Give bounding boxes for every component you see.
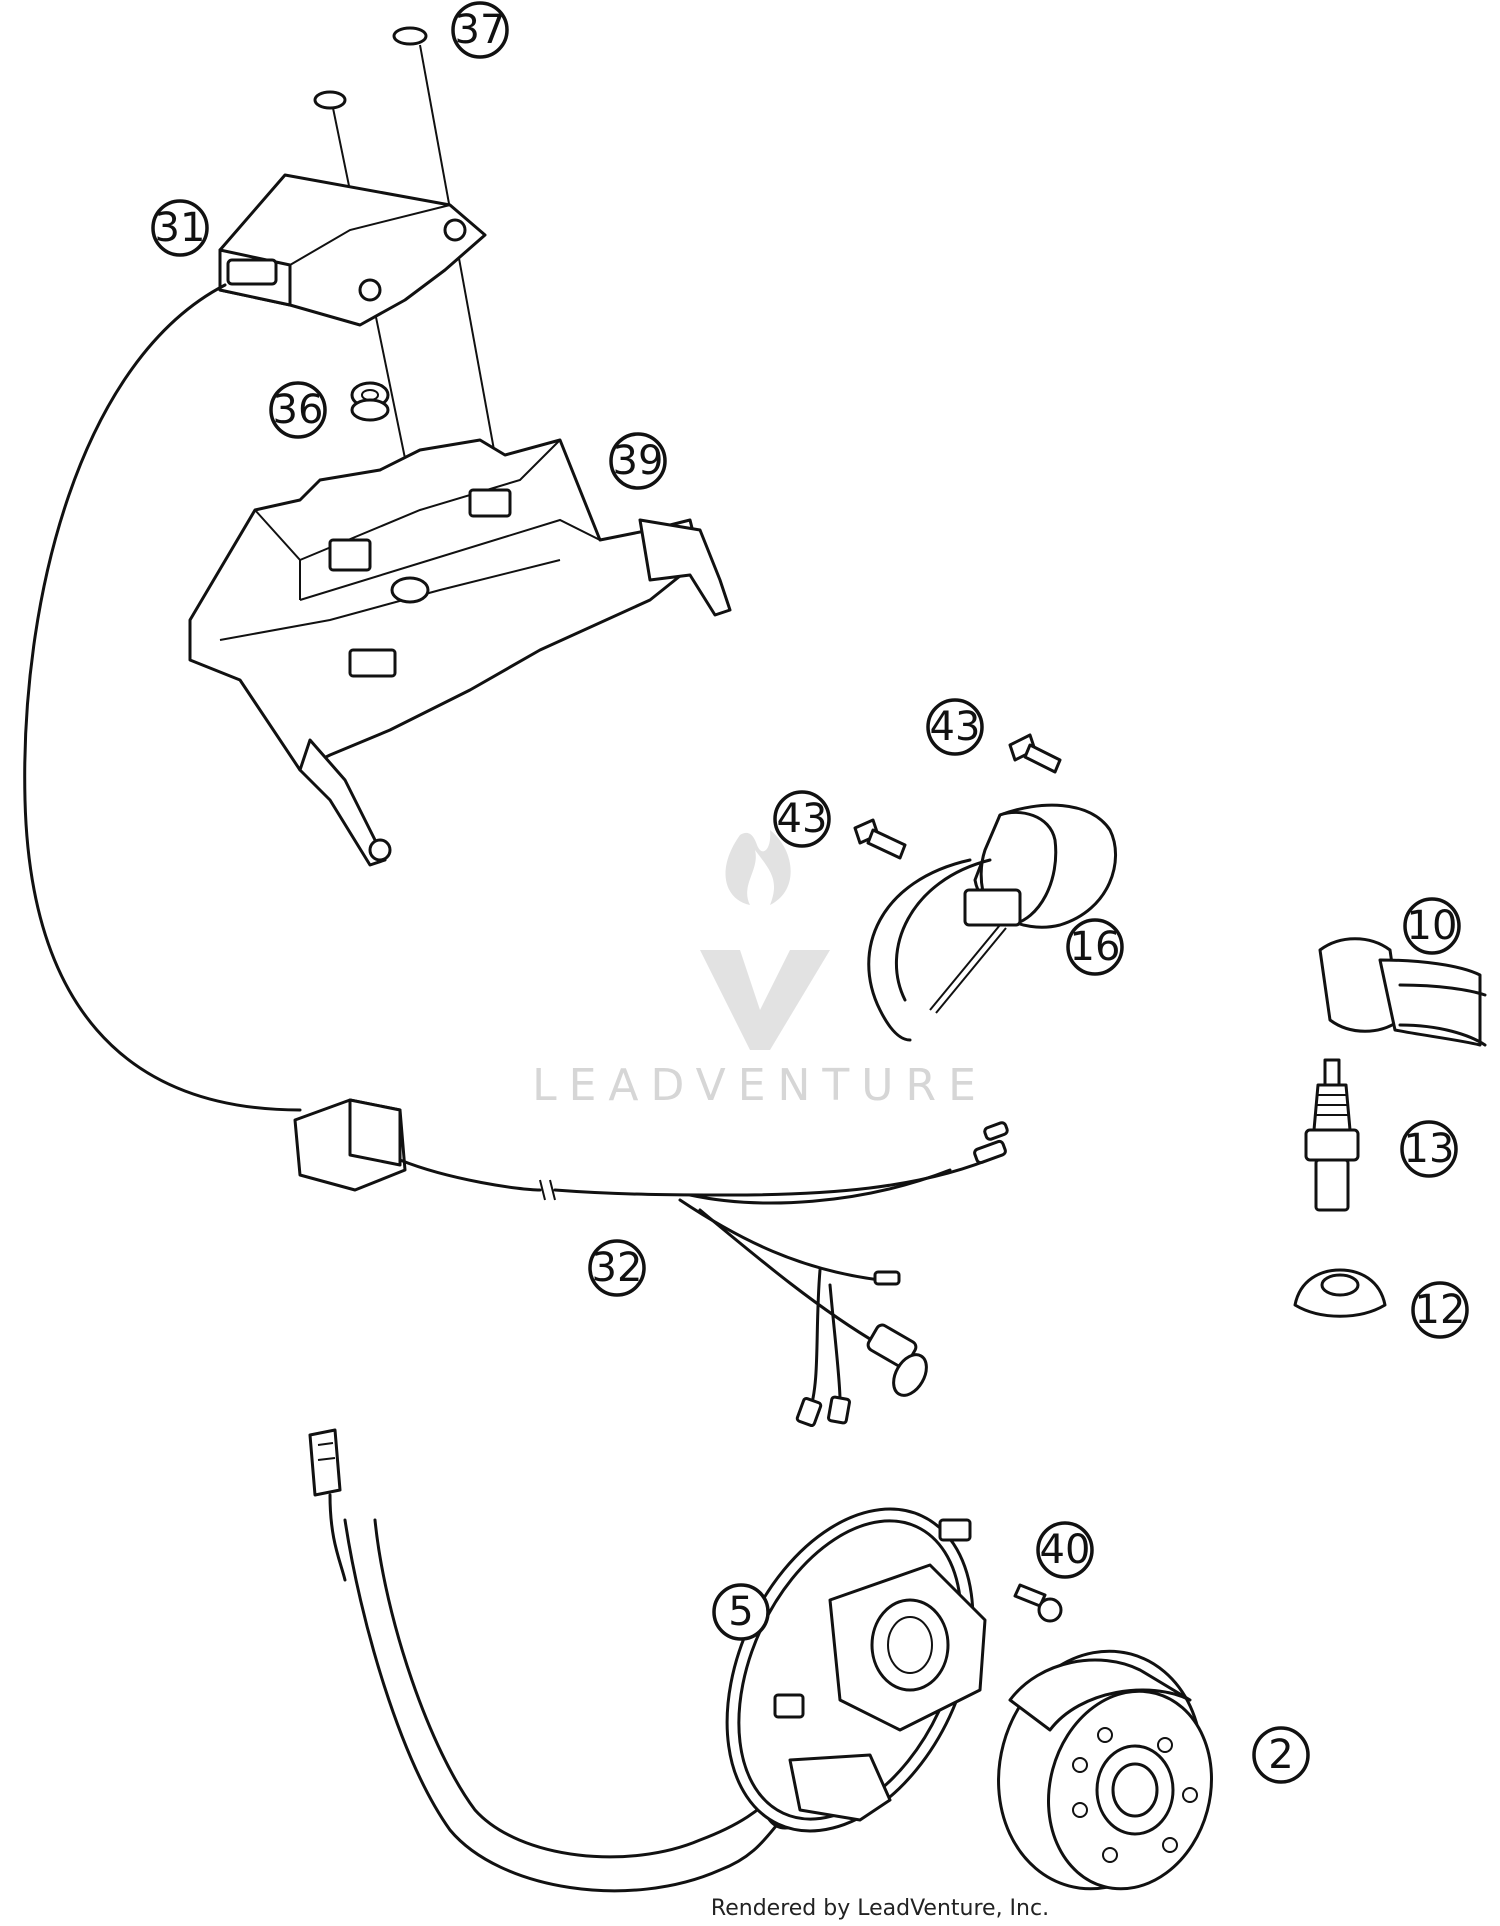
callout-10: 10 (1403, 897, 1461, 955)
svg-text:13: 13 (1404, 1126, 1455, 1172)
svg-text:16: 16 (1070, 924, 1121, 970)
part-37-screw (392, 26, 506, 511)
svg-text:40: 40 (1040, 1527, 1091, 1573)
part-5-stator (308, 1428, 987, 1893)
svg-text:31: 31 (155, 205, 206, 251)
part-13-spark-plug (1304, 1058, 1360, 1212)
svg-text:39: 39 (613, 438, 664, 484)
part-16-ignition-coil (867, 803, 1118, 1042)
svg-text:43: 43 (930, 704, 981, 750)
callout-43-upper: 43 (926, 698, 984, 756)
part-36-rubber-grommet (350, 381, 390, 422)
part-32-wiring-harness (293, 1098, 1009, 1428)
callout-39: 39 (609, 432, 667, 490)
part-39-mounting-bracket (188, 438, 732, 867)
callout-12: 12 (1411, 1281, 1469, 1339)
part-43-screw-lower (853, 818, 907, 860)
flame-logo-icon (700, 830, 830, 1050)
svg-text:36: 36 (273, 387, 324, 433)
svg-text:37: 37 (455, 7, 506, 53)
svg-text:32: 32 (592, 1245, 643, 1291)
callout-36: 36 (269, 381, 327, 439)
svg-text:5: 5 (728, 1589, 753, 1635)
cdi-cable (23, 283, 302, 1112)
callout-40: 40 (1036, 1521, 1094, 1579)
leadventure-watermark: LEADVENTURE (532, 830, 988, 1111)
rendered-by-footer: Rendered by LeadVenture, Inc. (711, 1896, 1049, 1921)
callout-16: 16 (1066, 918, 1124, 976)
part-10-spark-plug-cap (1318, 937, 1487, 1047)
callout-43-lower: 43 (773, 790, 831, 848)
callout-37: 37 (451, 1, 509, 59)
part-12-grommet (1293, 1268, 1387, 1318)
svg-text:12: 12 (1415, 1287, 1466, 1333)
part-31-cdi-unit (218, 173, 487, 327)
part-2-flywheel (997, 1649, 1213, 1891)
svg-text:2: 2 (1268, 1732, 1293, 1778)
callout-5: 5 (712, 1583, 770, 1641)
svg-text:43: 43 (777, 796, 828, 842)
callout-13: 13 (1400, 1120, 1458, 1178)
watermark-text: LEADVENTURE (532, 1060, 988, 1111)
svg-text:10: 10 (1407, 903, 1458, 949)
callout-32: 32 (588, 1239, 646, 1297)
callout-2: 2 (1252, 1726, 1310, 1784)
callout-31: 31 (151, 199, 209, 257)
part-43-screw-upper (1008, 733, 1062, 774)
part-40-screw (1013, 1583, 1063, 1623)
